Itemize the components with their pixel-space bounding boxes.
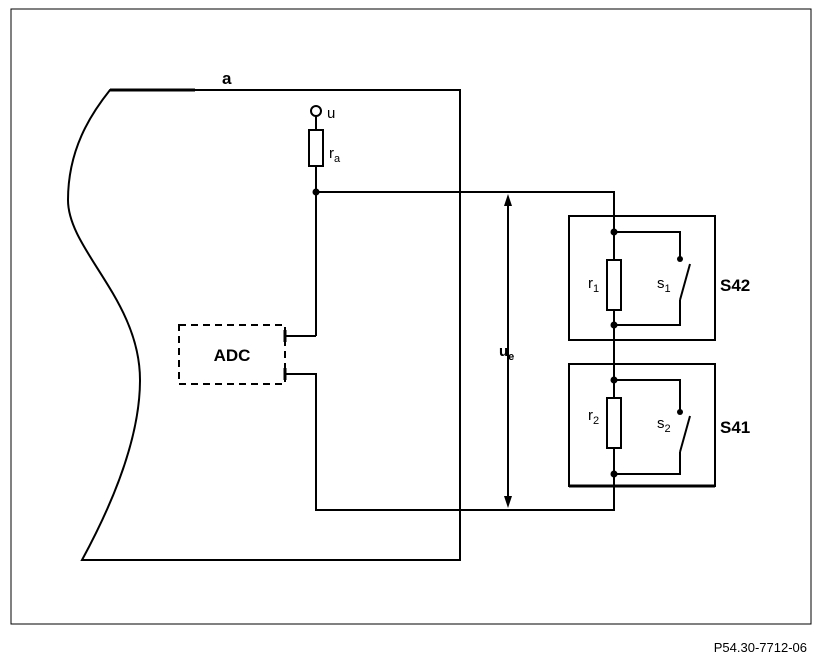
supply-terminal: [310, 105, 322, 117]
switch-module-s41: [568, 363, 716, 487]
adc-block: [178, 324, 286, 385]
voltage-label: ue: [499, 343, 514, 363]
switch-s1: [679, 263, 691, 301]
r2-label: r2: [588, 407, 599, 427]
resistor-r1: [606, 259, 622, 311]
r1-label: r1: [588, 275, 599, 295]
switch-s2: [679, 415, 691, 453]
housing-label: a: [222, 69, 232, 88]
switch-s2-contact: [677, 409, 683, 415]
series-resistor-label: ra: [329, 145, 341, 165]
s1-label: s1: [657, 275, 671, 295]
switch-module-s42: [568, 215, 716, 341]
switch-s1-contact: [677, 256, 683, 262]
control-unit-housing: [66, 89, 461, 561]
module-s41-label: S41: [720, 418, 750, 437]
adc-label: ADC: [214, 346, 251, 365]
module-s42-label: S42: [720, 276, 750, 295]
supply-label: u: [327, 105, 335, 122]
series-resistor: [308, 129, 324, 167]
resistor-r2: [606, 397, 622, 449]
figure-reference: P54.30-7712-06: [713, 640, 807, 655]
s2-label: s2: [657, 415, 671, 435]
figure-frame: [10, 8, 812, 625]
